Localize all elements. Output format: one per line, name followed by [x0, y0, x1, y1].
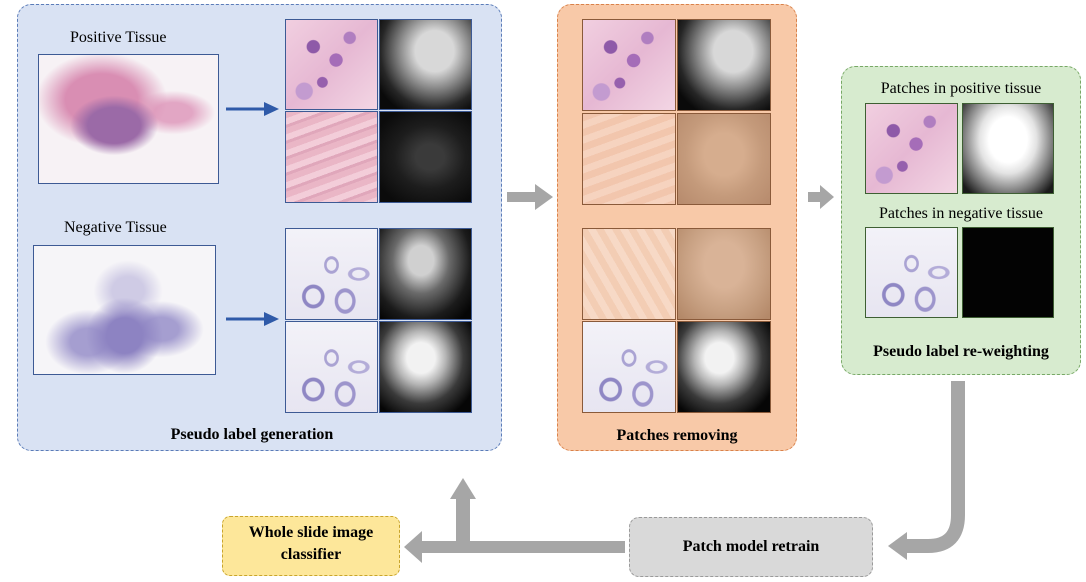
negative-heatmap-1: [379, 228, 472, 320]
gray-arrow-to-retrain: [888, 381, 965, 560]
blue-arrow-positive: [226, 102, 279, 116]
gray-arrow-to-classifier: [404, 531, 625, 563]
negative-tissue-slide: [33, 245, 216, 375]
blue-arrow-negative: [226, 312, 279, 326]
patches-negative-label: Patches in negative tissue: [879, 205, 1043, 222]
negative-heatmap-2: [379, 321, 472, 413]
removing-heatmap-4: [677, 321, 771, 413]
gray-arrow-back-to-generation: [450, 478, 476, 541]
reweight-positive-heatmap: [962, 103, 1054, 194]
positive-patch-1: [285, 19, 378, 110]
reweight-negative-heatmap: [962, 227, 1054, 318]
pseudo-label-generation-caption: Pseudo label generation: [170, 426, 334, 443]
removing-heatmap-1: [677, 19, 771, 111]
positive-tissue-slide: [38, 54, 219, 184]
negative-tissue-label: Negative Tissue: [64, 219, 167, 236]
positive-tissue-label: Positive Tissue: [70, 29, 167, 46]
positive-heatmap-2: [379, 111, 472, 203]
patch-model-retrain-box: [629, 517, 873, 577]
classifier-line-1: Whole slide image: [248, 524, 374, 541]
removing-patch-4: [582, 321, 676, 413]
whole-slide-image-classifier-box: [222, 516, 400, 576]
classifier-line-2: classifier: [280, 546, 342, 563]
removing-heatmap-3-faded: [677, 228, 771, 320]
gray-arrow-to-reweighting: [808, 185, 834, 209]
patch-model-retrain-label: Patch model retrain: [682, 538, 820, 555]
patches-positive-label: Patches in positive tissue: [880, 80, 1042, 97]
gray-arrow-to-removing: [507, 184, 553, 210]
negative-patch-2: [285, 321, 378, 413]
positive-heatmap-1: [379, 19, 472, 110]
positive-patch-2: [285, 111, 378, 203]
reweight-negative-patch: [865, 227, 958, 318]
removing-patch-2-faded: [582, 113, 676, 205]
removing-patch-3-faded: [582, 228, 676, 320]
negative-patch-1: [285, 228, 378, 320]
reweight-positive-patch: [865, 103, 958, 194]
removing-heatmap-2-faded: [677, 113, 771, 205]
pseudo-label-reweighting-caption: Pseudo label re-weighting: [873, 343, 1049, 360]
patches-removing-caption: Patches removing: [616, 427, 738, 444]
removing-patch-1: [582, 19, 676, 111]
